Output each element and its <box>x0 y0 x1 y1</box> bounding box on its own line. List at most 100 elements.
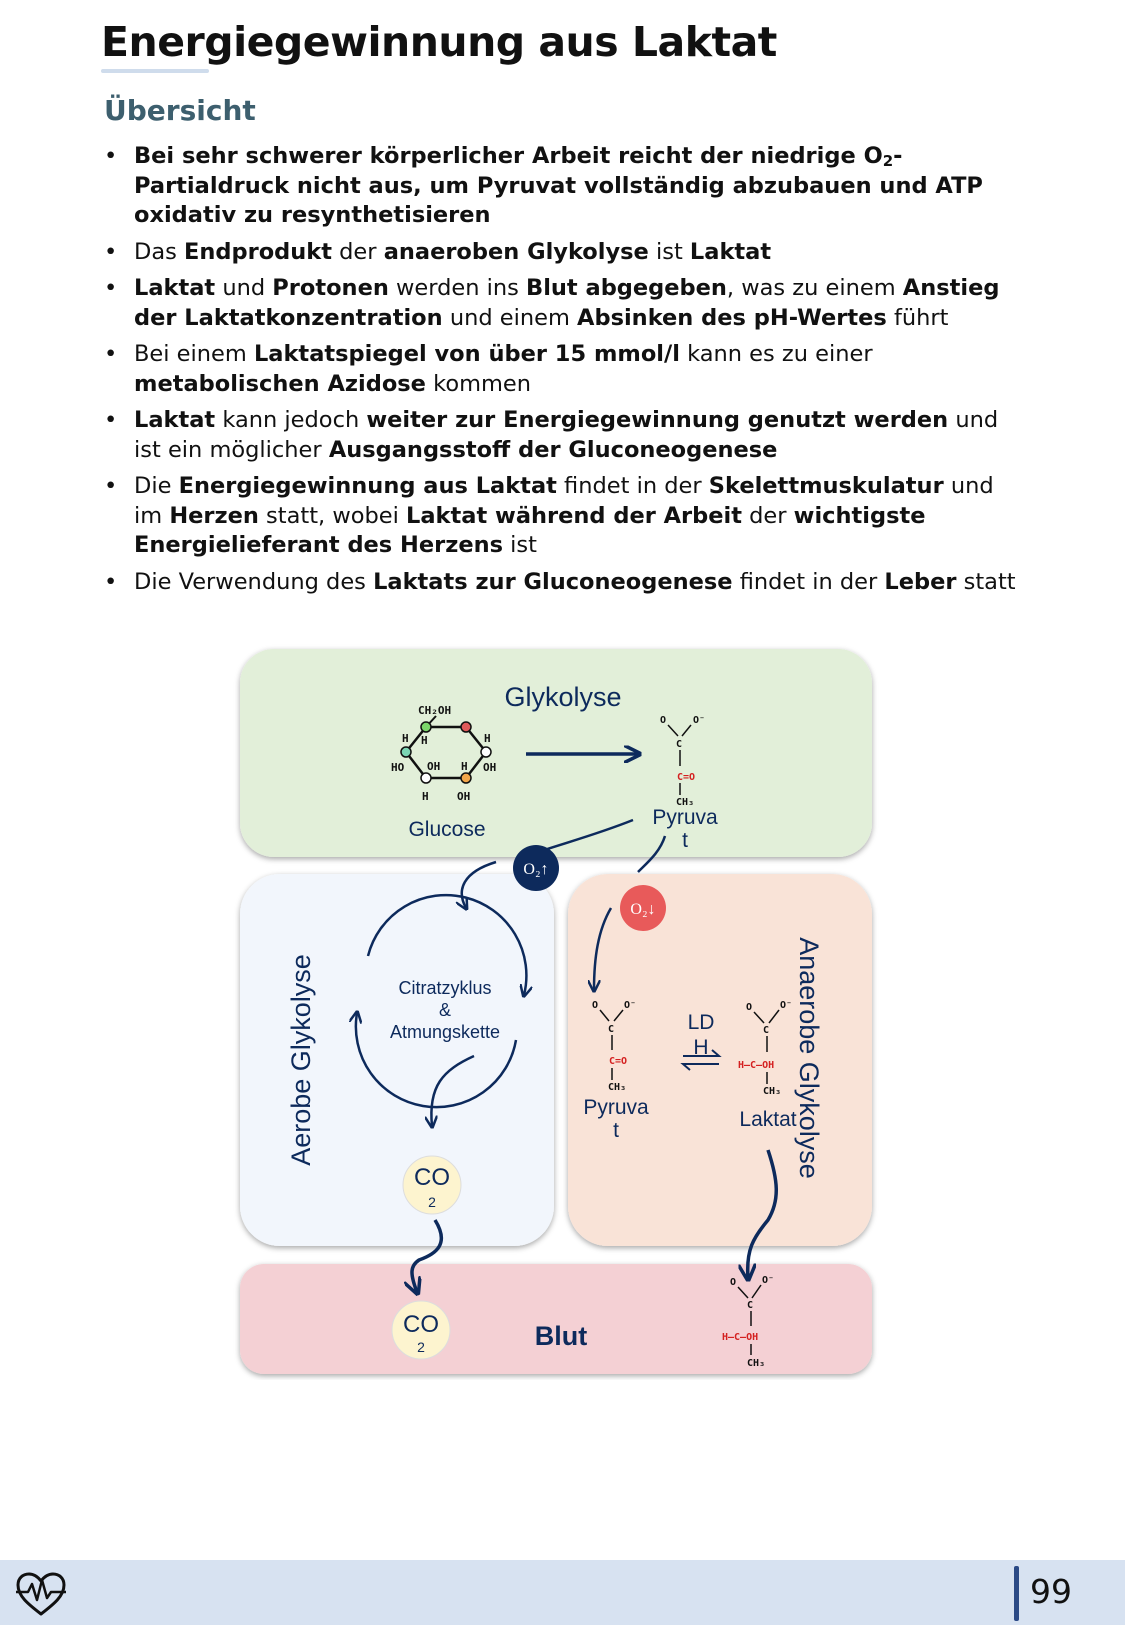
heart-pulse-icon <box>16 1572 66 1616</box>
bullet-text-run: Die <box>134 473 179 499</box>
bullet-text-run: Herzen <box>169 502 259 529</box>
citrat-label-3: Atmungskette <box>390 1022 500 1042</box>
svg-text:CH₂OH: CH₂OH <box>418 704 451 717</box>
laktat-molecule-blut: O O⁻ C H—C—OH CH₃ <box>722 1275 774 1369</box>
bullet-text-run: Skelettmuskulatur <box>708 473 944 499</box>
bullet-text-run: statt, wobei <box>258 502 407 529</box>
glykolyse-label: Glykolyse <box>504 682 621 712</box>
pyruvat-molecule-right: O O⁻ C C=O CH₃ <box>592 1000 636 1093</box>
co2-to-blut-arrow <box>412 1219 443 1292</box>
aerobe-path-arrow <box>462 860 497 908</box>
bullet-text-run: Protonen <box>272 275 389 301</box>
pyruvat-label-top-2: t <box>682 829 688 852</box>
bullet-text-run: und ist ein möglicher <box>134 407 999 463</box>
bullet-text-run: Laktat <box>689 238 772 265</box>
svg-text:H: H <box>421 734 428 747</box>
bullet-text-run: metabolischen Azidose <box>134 370 426 397</box>
bullet-text-run: Absinken des pH-Wertes <box>577 304 887 331</box>
laktat-to-blut-arrow <box>748 1149 778 1278</box>
bullet-item: •Die Energiegewinnung aus Laktat findet … <box>104 472 1024 561</box>
bullet-text-run: und im <box>134 473 994 529</box>
citrat-label-2: & <box>439 1000 451 1020</box>
o2-down-circle <box>620 885 666 931</box>
bullet-marker: • <box>104 473 118 499</box>
bullet-text-run: Laktatspiegel von über 15 mmol/l <box>253 341 680 367</box>
bullet-text-run: -Partialdruck nicht aus, um Pyruvat voll… <box>134 143 983 228</box>
svg-text:O⁻: O⁻ <box>762 1275 774 1286</box>
bullet-text-run: Laktat <box>134 407 216 433</box>
svg-text:CH₃: CH₃ <box>747 1358 765 1369</box>
anaerobe-label: Anaerobe Glykolyse <box>794 937 824 1179</box>
bullet-text-run: Bei sehr schwerer körperlicher Arbeit re… <box>134 143 883 169</box>
o2-up-circle <box>513 845 559 891</box>
bullet-text-run: Das <box>134 238 184 265</box>
page-title: Energiegewinnung aus Laktat <box>101 18 777 66</box>
glucose-atom-c5 <box>420 721 432 733</box>
bullet-text-run: weiter zur Energiegewinnung genutzt werd… <box>366 407 949 433</box>
svg-text:O: O <box>592 1000 598 1011</box>
bullet-text-run: Endprodukt <box>184 238 332 265</box>
bullet-marker: • <box>104 407 118 433</box>
equilibrium-arrows <box>680 1049 722 1071</box>
svg-text:CH₃: CH₃ <box>608 1082 626 1093</box>
svg-text:O: O <box>660 715 666 726</box>
laktat-label: Laktat <box>739 1108 796 1131</box>
bullet-list: • Bei sehr schwerer körperlicher Arbeit r… <box>104 142 1024 604</box>
bullet-text-run: kommen <box>425 370 532 397</box>
bullet-text-run: ist <box>503 532 537 558</box>
laktat-molecule: O O⁻ C H—C—OH CH₃ <box>738 1000 792 1097</box>
bullet-text-run: Energiegewinnung aus Laktat <box>178 473 557 499</box>
svg-text:OH: OH <box>427 760 440 773</box>
o2-down-label: O₂↓ <box>630 901 655 918</box>
bullet-text-run: Bei einem <box>134 341 254 367</box>
citrat-cycle-arc-left <box>356 1013 518 1109</box>
bullet-marker: • <box>104 238 118 265</box>
bullet-item: •Das Endprodukt der anaeroben Glykolyse … <box>104 238 1024 268</box>
citrat-label-1: Citratzyklus <box>398 978 491 998</box>
co2-arrow <box>431 1054 475 1126</box>
bullet-text-run: kann es zu einer <box>679 341 873 367</box>
bullet-item: •Laktat kann jedoch weiter zur Energiege… <box>104 406 1024 465</box>
svg-text:C: C <box>747 1300 753 1311</box>
bullet-item: •Laktat und Protonen werden ins Blut abg… <box>104 274 1024 333</box>
svg-text:CH₃: CH₃ <box>676 797 694 808</box>
page-number: 99 <box>1030 1572 1072 1611</box>
bullet-text-run: statt <box>956 568 1016 595</box>
svg-text:HO: HO <box>391 761 405 774</box>
glucose-atom-c1 <box>480 746 492 758</box>
bullet-marker: • <box>104 275 118 301</box>
bullet-marker: • <box>104 341 118 367</box>
anaerobe-path-arrow <box>594 907 613 990</box>
bullet-text-run: und einem <box>442 304 578 331</box>
bullet-text-run: werden ins <box>388 275 527 301</box>
bullet-text-run: Laktat <box>134 275 216 301</box>
footer-divider <box>1014 1566 1019 1621</box>
ldh-label-2: H <box>693 1036 708 1059</box>
aerobe-panel <box>240 874 554 1246</box>
co2-circle-aerobe <box>402 1155 462 1215</box>
co2-circle-blut <box>391 1300 451 1360</box>
lactate-pathway-diagram: Glykolyse CH₂OH H H H HO OH H OH H OH Gl… <box>240 649 872 1374</box>
glucose-atom-o <box>460 721 472 733</box>
bullet-text-run: Die Verwendung des <box>134 568 374 595</box>
bullet-text-run: der <box>741 502 794 529</box>
co2-sub-blut: 2 <box>417 1339 425 1355</box>
svg-text:H—C—OH: H—C—OH <box>738 1060 774 1071</box>
svg-text:C=O: C=O <box>609 1056 627 1067</box>
bullet-text-run: Laktat während der Arbeit <box>406 502 742 529</box>
bullet-text-run: Leber <box>884 568 957 595</box>
bullet-marker: • <box>104 143 118 169</box>
pyruvat-label-right-2: t <box>613 1119 619 1142</box>
anaerobe-panel <box>568 874 872 1246</box>
blut-label: Blut <box>535 1321 587 1351</box>
svg-text:O⁻: O⁻ <box>624 1000 636 1011</box>
blut-panel <box>240 1264 872 1374</box>
svg-text:C: C <box>763 1025 769 1036</box>
title-underline <box>101 69 209 73</box>
bullet-text-run: führt <box>886 304 949 331</box>
pyruvat-label-right-1: Pyruva <box>583 1096 649 1119</box>
svg-text:C: C <box>676 739 682 750</box>
svg-text:H—C—OH: H—C—OH <box>722 1332 758 1343</box>
co2-sub-aerobe: 2 <box>428 1194 436 1210</box>
bullet-text-run: und <box>215 275 273 301</box>
